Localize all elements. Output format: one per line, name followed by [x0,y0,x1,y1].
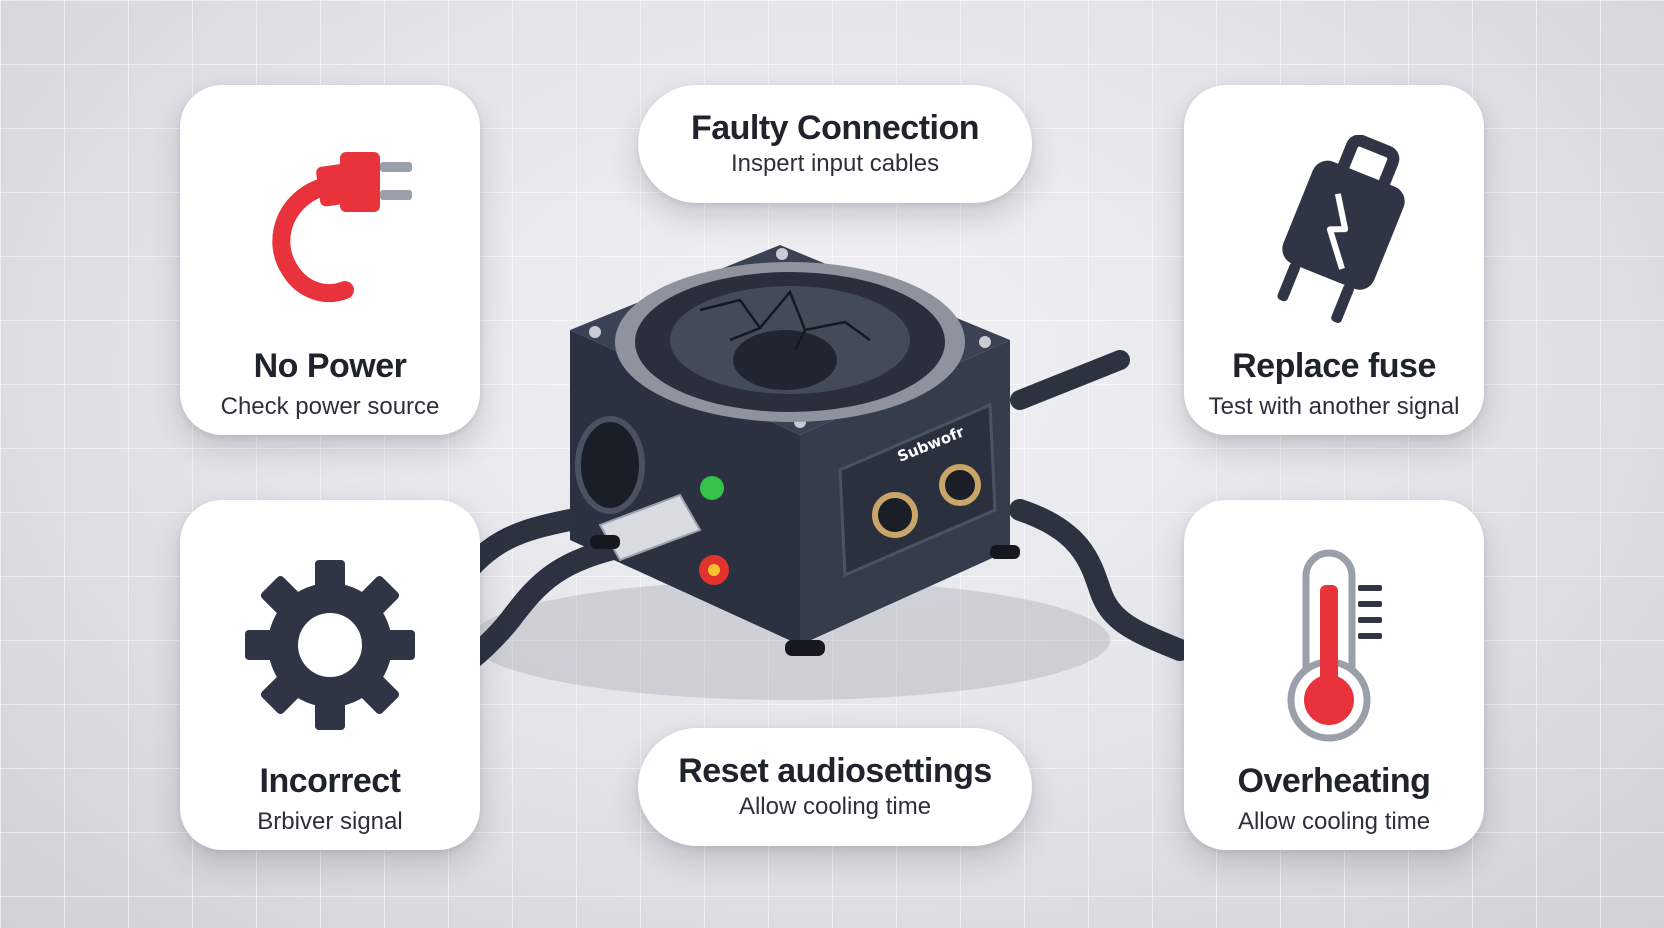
card-replace-fuse-title: Replace fuse [1232,347,1436,385]
card-incorrect-subtitle: Brbiver signal [257,808,403,835]
card-faulty-connection-subtitle: Inspert input cables [730,150,940,177]
subwoofer-device-illustration: Subwofr [438,245,1191,700]
screw [979,336,991,348]
gear-icon [180,540,480,750]
card-no-power: No Power Check power source [180,85,480,435]
card-incorrect: Incorrect Brbiver signal [180,500,480,850]
card-overheating: Overheating Allow cooling time [1184,500,1484,850]
rca-jack-right [939,464,981,506]
card-reset-audio-subtitle: Allow cooling time [738,793,932,820]
rca-jack-left [872,492,918,538]
led-green [700,476,724,500]
speaker-dustcap [733,330,837,390]
card-no-power-subtitle: Check power source [220,393,440,420]
device-foot [990,545,1020,559]
card-faulty-connection-title: Faulty Connection [690,109,980,147]
power-plug-icon [180,125,480,335]
card-reset-audio: Reset audiosettings Allow cooling time [638,728,1032,846]
card-replace-fuse-subtitle: Test with another signal [1208,393,1460,420]
rear-panel [838,402,997,578]
card-no-power-title: No Power [253,347,407,385]
card-replace-fuse: Replace fuse Test with another signal [1184,85,1484,435]
card-overheating-title: Overheating [1237,762,1431,800]
card-overheating-subtitle: Allow cooling time [1237,808,1431,835]
cable-right-front [1009,499,1191,661]
broken-fuse-icon [1184,125,1484,335]
thermometer-icon [1184,540,1484,750]
bass-port [575,416,645,514]
speaker-crack [699,289,871,351]
device-foot [785,640,825,656]
cable-right-back [1010,350,1130,410]
device-foot [590,535,620,549]
card-reset-audio-title: Reset audiosettings [678,752,992,790]
screw [589,326,601,338]
led-red-center [708,564,720,576]
card-incorrect-title: Incorrect [259,762,402,800]
screw [776,248,788,260]
card-faulty-connection: Faulty Connection Inspert input cables [638,85,1032,203]
